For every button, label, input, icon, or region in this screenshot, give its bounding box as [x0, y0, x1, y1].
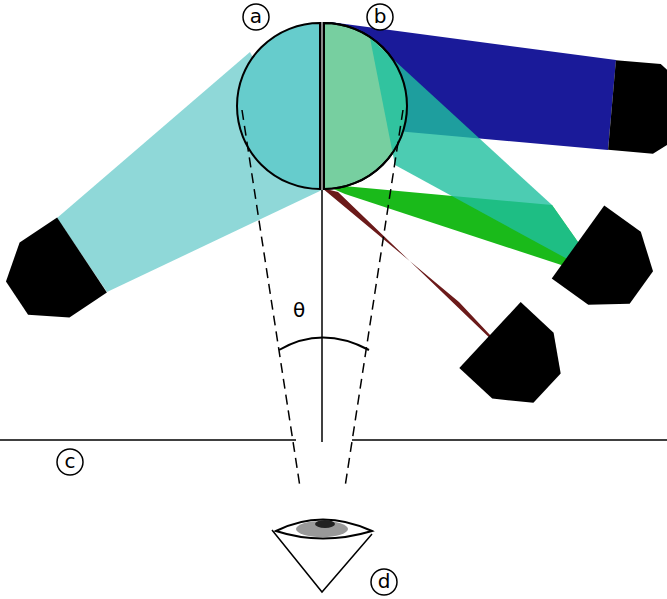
callout-letter: a — [250, 6, 262, 26]
light-beam — [370, 38, 604, 279]
screen-half — [237, 23, 320, 189]
callout-circle — [57, 449, 83, 475]
wall-line — [0, 439, 296, 441]
angle-arc — [279, 338, 369, 351]
projector — [459, 302, 577, 421]
eye — [276, 520, 372, 539]
callout-letter: b — [374, 6, 387, 26]
divider-line — [321, 190, 323, 442]
callout-circle — [367, 4, 393, 30]
angle-symbol: θ — [293, 300, 305, 320]
projector — [608, 60, 667, 156]
wall-line — [352, 439, 667, 441]
divider — [321, 22, 323, 190]
sight-line — [242, 110, 300, 487]
sight-line — [345, 110, 403, 487]
iris — [296, 521, 348, 537]
pupil — [315, 520, 335, 528]
projector — [552, 205, 667, 324]
projector — [0, 218, 107, 336]
callout-letter: d — [378, 571, 391, 591]
callout-letter: c — [65, 451, 76, 471]
callout-circle — [243, 4, 269, 30]
callout-circle — [371, 569, 397, 595]
